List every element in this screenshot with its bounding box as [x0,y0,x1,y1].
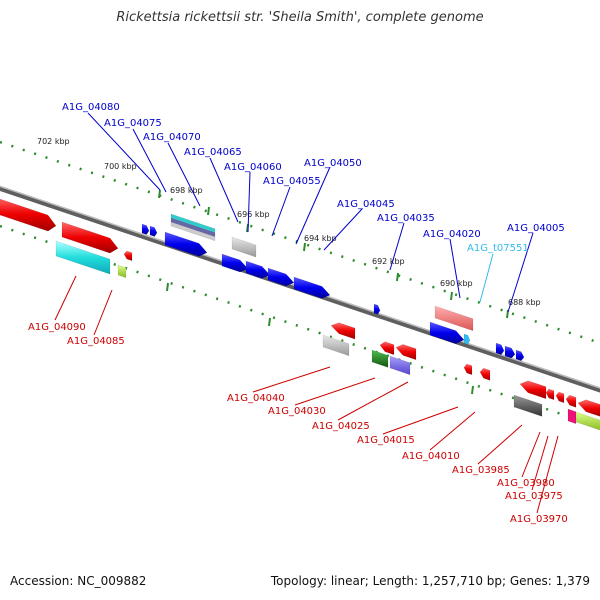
gene-block [371,349,389,368]
gene-label-A1G_04030: A1G_04030 [268,406,326,417]
gene-block [330,322,356,340]
gene-label-A1G_04075: A1G_04075 [104,118,162,129]
gene-block [231,236,257,258]
gene-block [565,394,577,408]
gene-label-A1G_04025: A1G_04025 [312,421,370,432]
scale-label-694: 694 kbp [304,234,337,243]
gene-block [170,221,216,242]
forward-leader-lines [87,112,534,313]
scale-label-698: 698 kbp [170,186,203,195]
gene-block [463,333,471,345]
gene-block [149,225,158,237]
scale-label-696: 696 kbp [237,210,270,219]
trna-leader-lines [479,253,494,303]
trna-gene-labels: A1G_t07551 [467,243,529,254]
gene-block [463,363,473,376]
scale-label-692: 692 kbp [372,257,405,266]
gene-block [245,260,271,279]
gene-block [267,267,295,287]
gene-block [434,305,474,332]
gene-label-A1G_04040: A1G_04040 [227,393,285,404]
genome-info-text: Topology: linear; Length: 1,257,710 bp; … [270,574,590,588]
gene-block [577,399,600,417]
gene-label-A1G_04035: A1G_04035 [377,213,435,224]
gene-block [519,380,547,400]
gene-block [429,321,465,345]
gene-block [322,334,350,357]
gene-label-A1G_04080: A1G_04080 [62,102,120,113]
gene-label-A1G_04050: A1G_04050 [304,158,362,169]
gene-label-A1G_04045: A1G_04045 [337,199,395,210]
gene-label-A1G_04020: A1G_04020 [423,229,481,240]
gene-block [0,198,57,232]
gene-label-A1G_04010: A1G_04010 [402,451,460,462]
gene-label-A1G_04070: A1G_04070 [143,132,201,143]
forward-gene-labels: A1G_04080 A1G_04075 A1G_04070 A1G_04065 … [62,102,565,240]
gene-block [61,221,119,254]
gene-label-A1G_03980: A1G_03980 [497,478,555,489]
gene-block [504,345,516,359]
scale-label-702: 702 kbp [37,137,70,146]
gene-block [567,408,577,425]
gene-block [515,349,525,362]
reverse-leader-lines [54,275,559,514]
scale-labels: 702 kbp 700 kbp 698 kbp 696 kbp 694 kbp … [37,137,541,307]
gene-block [575,411,600,431]
gene-label-A1G_03985: A1G_03985 [452,465,510,476]
major-ticks [68,189,509,395]
scale-label-700: 700 kbp [104,162,137,171]
gene-block [123,250,133,262]
genes [0,198,600,431]
gene-label-A1G_03970: A1G_03970 [510,514,568,525]
scale-label-688: 688 kbp [508,298,541,307]
gene-block [545,388,555,401]
gene-label-A1G_t07551: A1G_t07551 [467,243,529,254]
gene-block [479,367,491,381]
gene-block [495,342,505,356]
gene-block [389,355,411,376]
gene-label-A1G_04085: A1G_04085 [67,336,125,347]
gene-label-A1G_04055: A1G_04055 [263,176,321,187]
gene-block [513,394,543,417]
gene-label-A1G_04060: A1G_04060 [224,162,282,173]
map-title: Rickettsia rickettsii str. 'Sheila Smith… [116,10,484,25]
gene-label-A1G_04065: A1G_04065 [184,147,242,158]
accession-text: Accession: NC_009882 [10,574,147,588]
gene-label-A1G_04090: A1G_04090 [28,322,86,333]
reverse-gene-labels: A1G_04090 A1G_04085 A1G_04040 A1G_04030 … [28,322,568,525]
gene-block [117,264,127,279]
gene-block [55,240,111,275]
gene-label-A1G_04015: A1G_04015 [357,435,415,446]
gene-label-A1G_04005: A1G_04005 [507,223,565,234]
gene-block [221,253,249,273]
scale-label-690: 690 kbp [440,279,473,288]
gene-block [293,276,331,299]
gene-block [395,344,417,361]
gene-block [379,341,395,356]
gene-block [141,223,150,235]
gene-label-A1G_03975: A1G_03975 [505,491,563,502]
gene-block [164,231,208,257]
gene-block [555,391,565,404]
gene-block [373,303,381,315]
